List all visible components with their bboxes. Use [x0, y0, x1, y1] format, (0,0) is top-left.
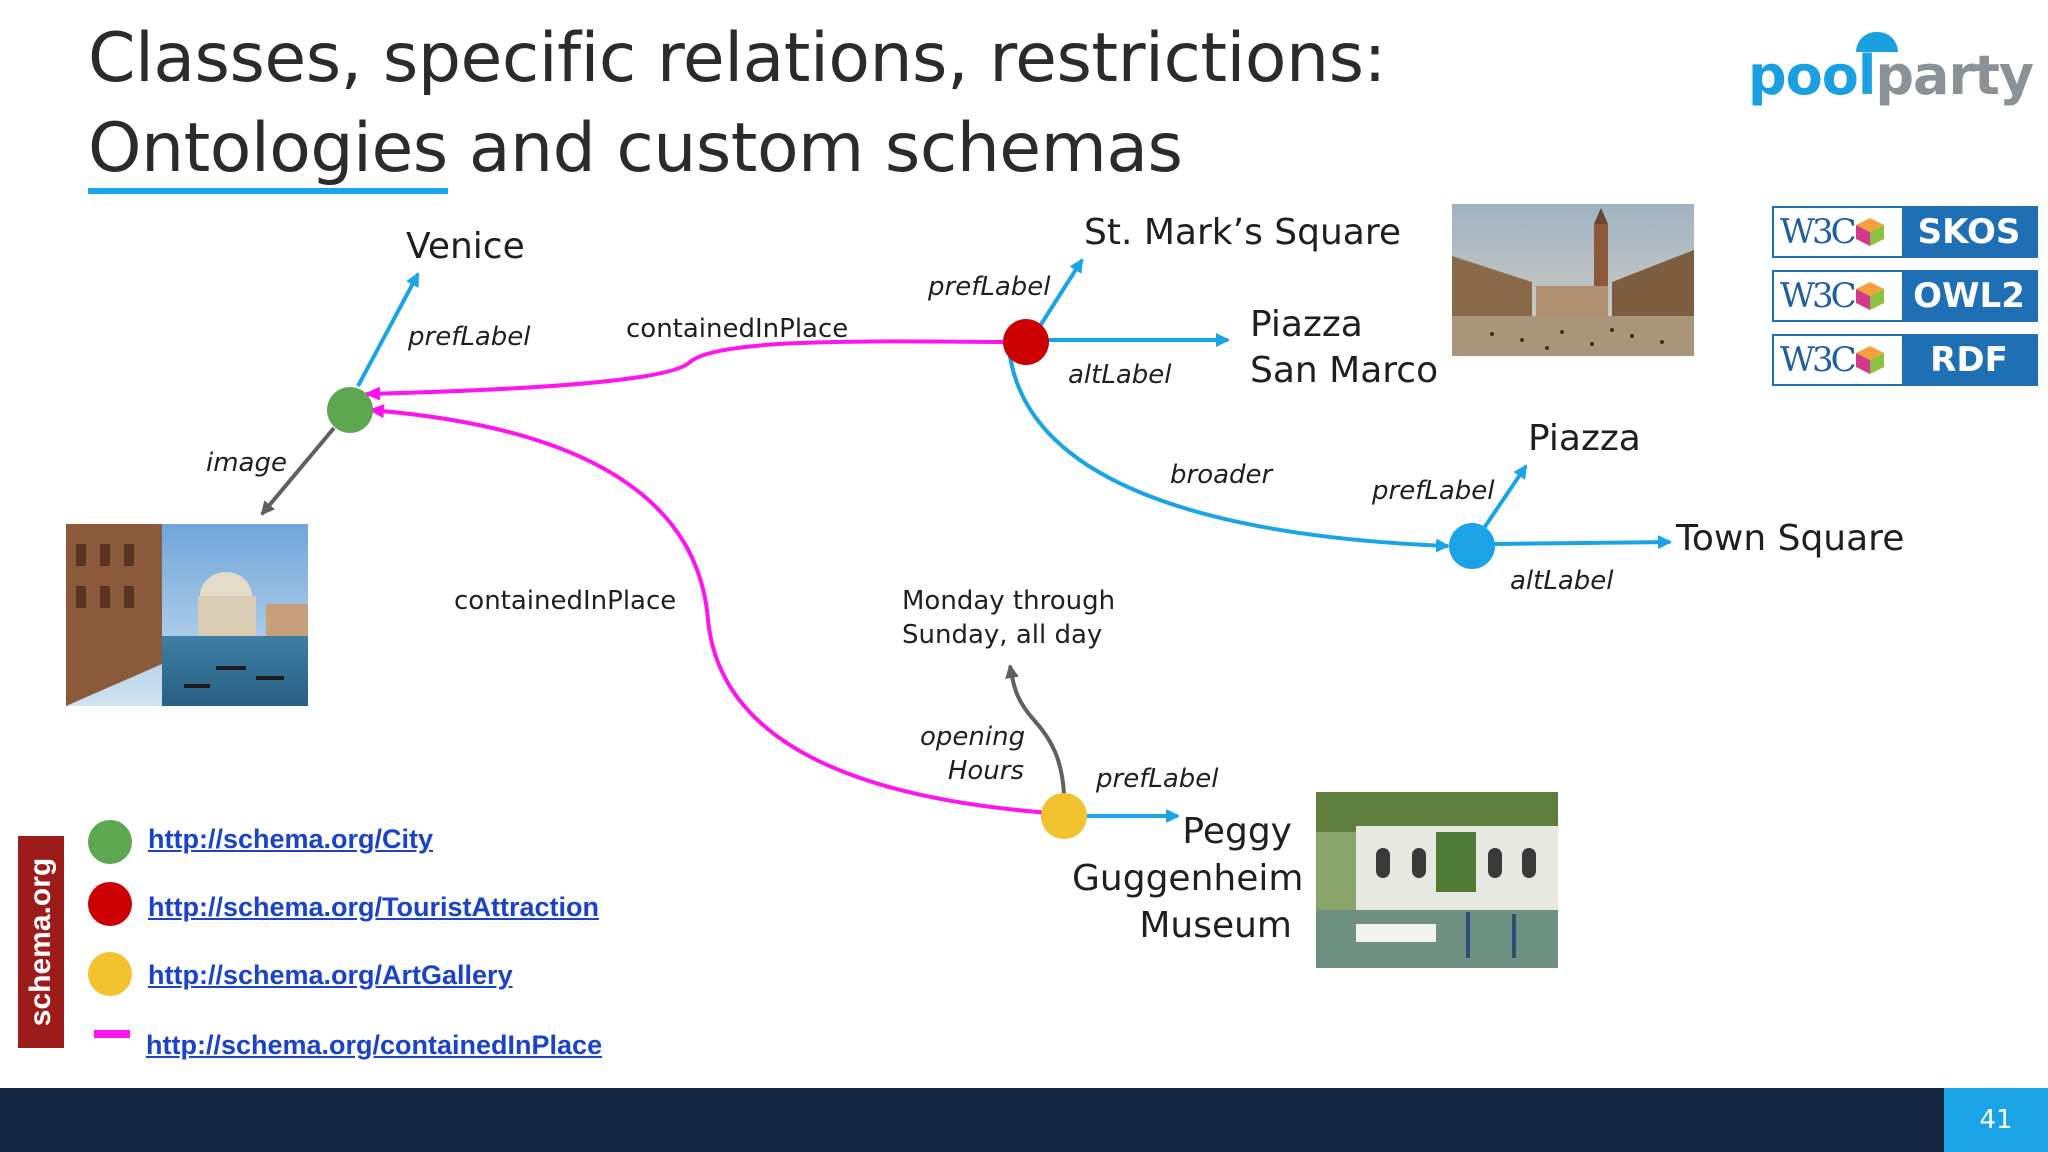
edge-broader [1008, 355, 1450, 553]
rel-stmarks-altlabel: altLabel [1068, 360, 1172, 390]
label-peggy-guggenheim-museum: Peggy Guggenheim Museum [1072, 811, 1304, 946]
w3c-mark: W3C [1780, 340, 1857, 380]
title-line-1: Classes, specific relations, restriction… [88, 19, 1386, 98]
st-marks-square-photo [1452, 204, 1694, 356]
edge-contained-stmarks-venice [364, 339, 1023, 401]
node-st-marks-tourist-attraction [1003, 319, 1049, 365]
label-opening-hours-value: Monday through Sunday, all day [902, 586, 1116, 650]
w3c-label: SKOS [1917, 212, 2021, 252]
rel-contained-bottom: containedInPlace [454, 586, 677, 616]
edge-piazza-altlabel [1493, 535, 1672, 550]
semantic-web-cube-icon [1856, 346, 1884, 374]
rel-contained-top: containedInPlace [626, 314, 849, 344]
w3c-skos-badge: W3C SKOS [1772, 206, 2038, 258]
edge-contained-peggy-venice [368, 404, 1065, 816]
logo-umbrella-icon [1856, 32, 1898, 52]
rel-piazza-preflabel: prefLabel [1372, 476, 1495, 506]
rel-opening-hours: opening Hours [920, 722, 1026, 786]
rel-broader: broader [1170, 460, 1273, 490]
title-line-2: Ontologies and custom schemas [88, 104, 1386, 194]
node-venice-city [327, 387, 373, 433]
slide-title: Classes, specific relations, restriction… [88, 14, 1386, 194]
legend-city-dot [88, 820, 132, 864]
logo-registered-mark: ® [2010, 86, 2024, 102]
logo-pool: pool [1748, 44, 1876, 107]
rel-venice-preflabel: prefLabel [408, 322, 531, 352]
w3c-owl2-badge: W3C OWL2 [1772, 270, 2038, 322]
title-keyword-ontologies: Ontologies [88, 109, 448, 194]
slide-footer: 41 [0, 1088, 2048, 1152]
schema-org-badge: schema.org [18, 836, 64, 1048]
w3c-label: RDF [1930, 340, 2008, 380]
semantic-web-cube-icon [1856, 282, 1884, 310]
page-number: 41 [1944, 1088, 2048, 1152]
rel-piazza-altlabel: altLabel [1510, 566, 1614, 596]
legend-contained-in-place-line [94, 1030, 130, 1038]
label-piazza: Piazza [1528, 418, 1641, 459]
edge-opening-hours [1005, 664, 1066, 795]
rel-stmarks-preflabel: prefLabel [928, 272, 1051, 302]
edge-piazza-preflabel [1482, 464, 1528, 530]
schema-org-badge-text: schema.org [24, 857, 57, 1027]
legend-art-gallery-dot [88, 952, 132, 996]
title-line-2-rest: and custom schemas [447, 109, 1183, 188]
node-peggy-art-gallery [1041, 793, 1087, 839]
semantic-web-cube-icon [1856, 218, 1884, 246]
node-piazza-concept [1449, 523, 1495, 569]
legend-link-contained-in-place[interactable]: http://schema.org/containedInPlace [146, 1030, 603, 1060]
edge-stmarks-preflabel [1038, 258, 1084, 328]
label-st-marks-square: St. Mark’s Square [1084, 212, 1402, 253]
venice-photo [66, 524, 308, 706]
label-town-square: Town Square [1676, 518, 1905, 559]
rel-peggy-preflabel: prefLabel [1096, 764, 1219, 794]
legend-link-tourist-attraction[interactable]: http://schema.org/TouristAttraction [148, 892, 600, 922]
w3c-label: OWL2 [1913, 276, 2025, 316]
edge-venice-image [260, 426, 336, 516]
logo-party: party [1875, 44, 2034, 107]
legend-tourist-attraction-dot [88, 882, 132, 926]
poolparty-logo: poolparty ® [1748, 30, 2034, 110]
legend-link-art-gallery[interactable]: http://schema.org/ArtGallery [148, 960, 513, 990]
w3c-rdf-badge: W3C RDF [1772, 334, 2038, 386]
label-venice: Venice [406, 226, 525, 267]
peggy-guggenheim-photo [1316, 792, 1558, 968]
label-piazza-san-marco: Piazza San Marco [1250, 304, 1439, 391]
legend-link-city[interactable]: http://schema.org/City [148, 824, 434, 854]
w3c-mark: W3C [1780, 212, 1857, 252]
edge-venice-preflabel [356, 272, 420, 387]
w3c-mark: W3C [1780, 276, 1857, 316]
rel-venice-image: image [206, 448, 287, 478]
